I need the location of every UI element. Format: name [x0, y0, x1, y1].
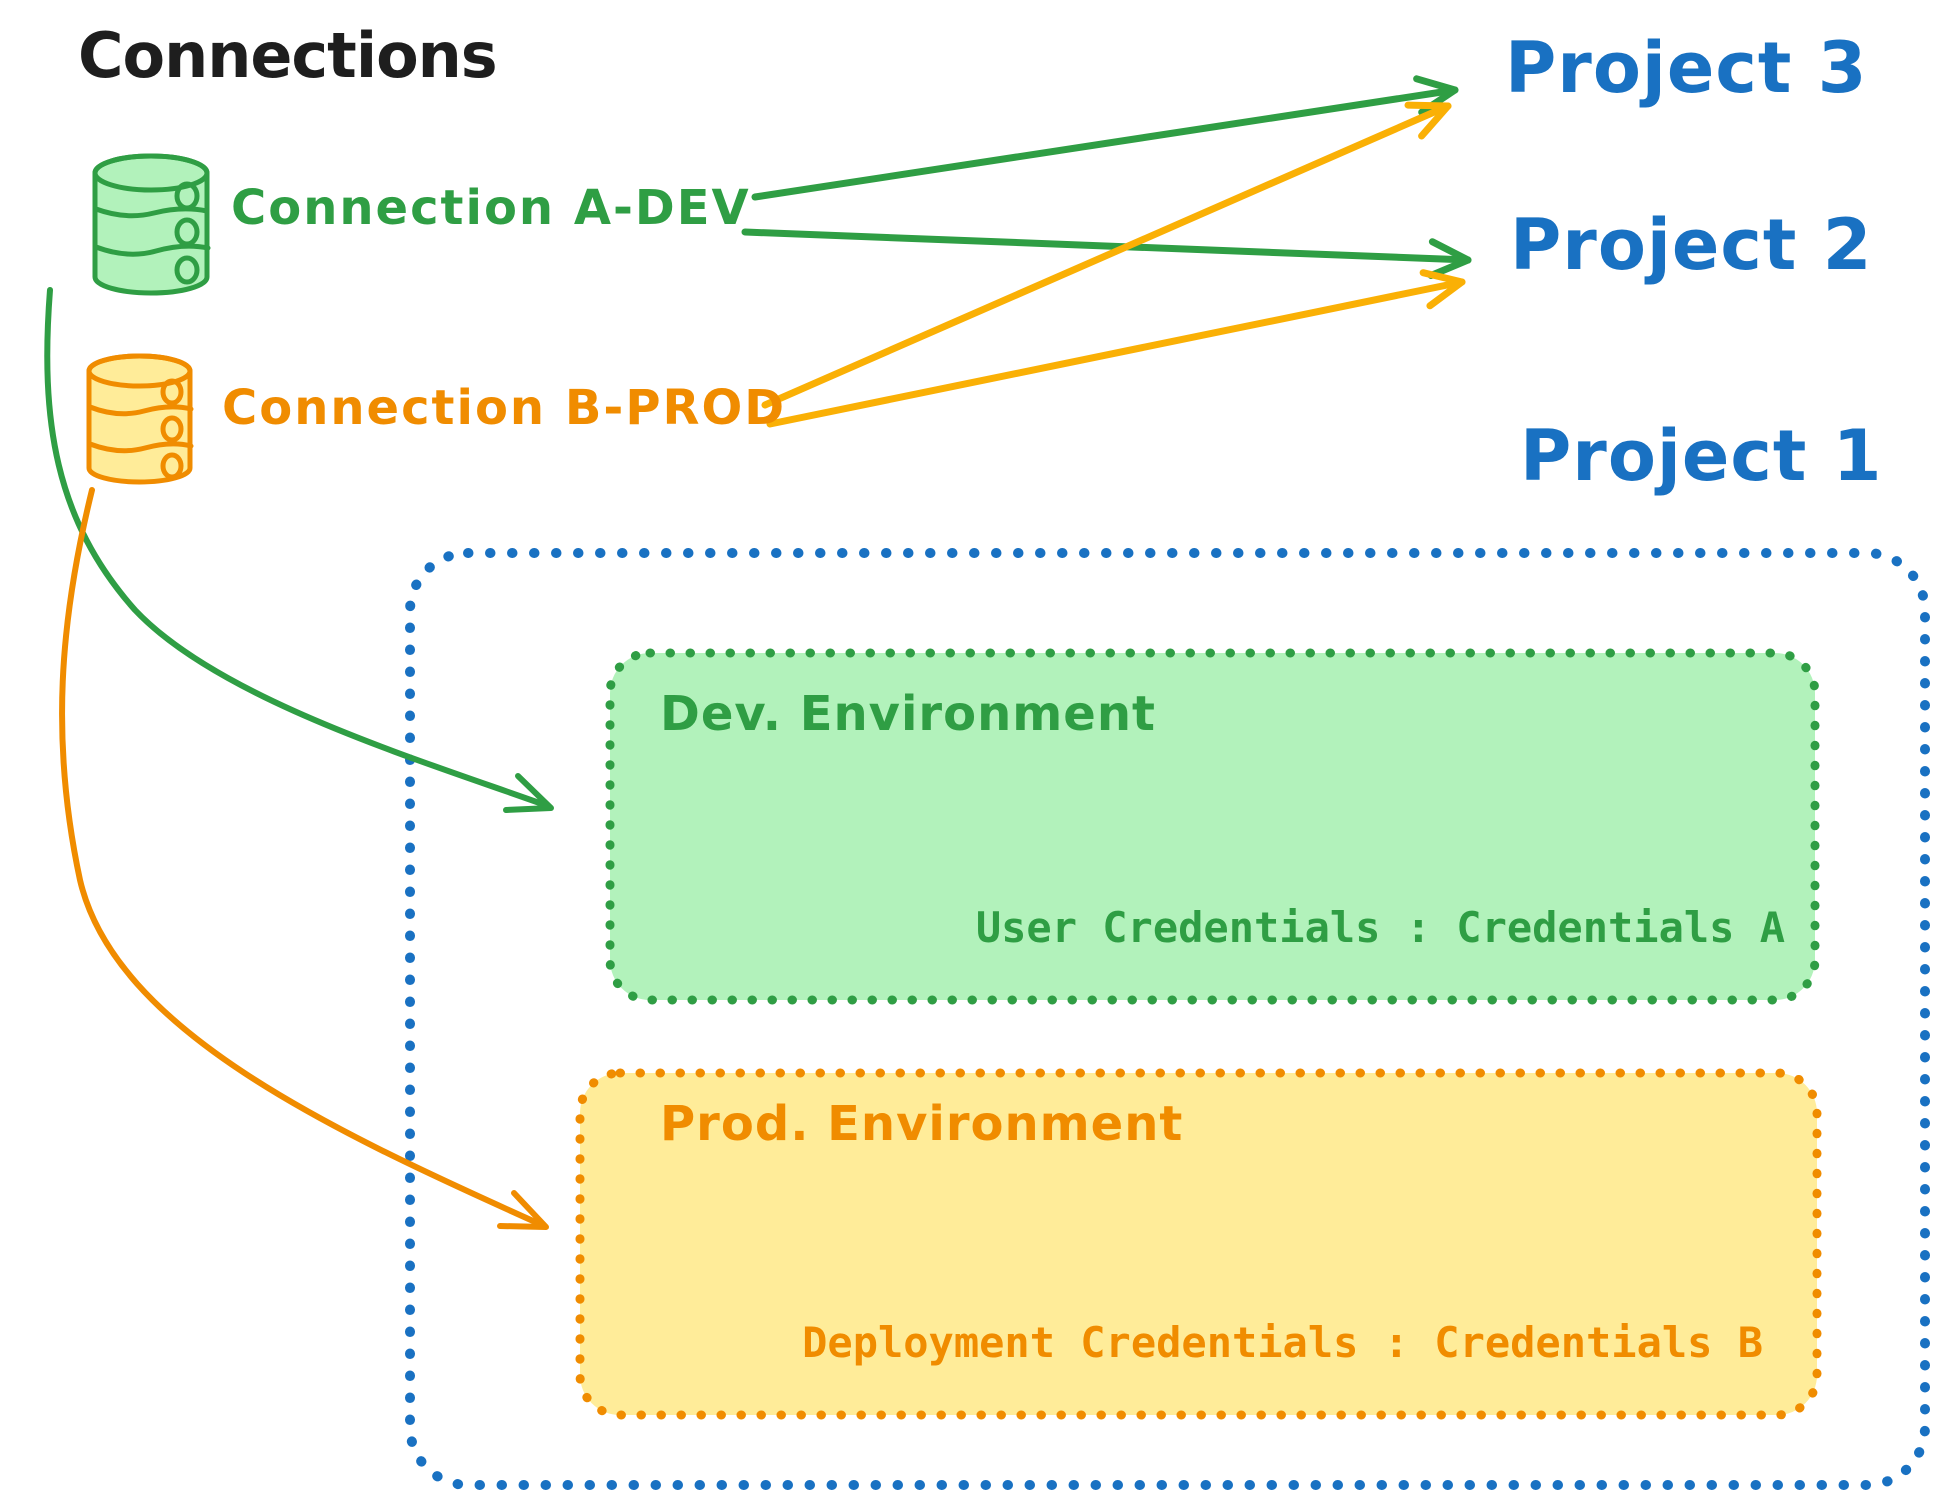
arrow-bprod-to-project3	[761, 101, 1452, 409]
dev-environment-credentials: User Credentials : Credentials A	[975, 903, 1785, 952]
project1-container-box	[405, 548, 1930, 1490]
connection-b-prod-label: Connection B-PROD	[222, 380, 787, 436]
prod-environment-title: Prod. Environment	[660, 1096, 1184, 1152]
arrow-adev-to-project3	[751, 75, 1459, 201]
database-cylinder-green-icon	[92, 153, 211, 296]
project-3-label: Project 3	[1505, 27, 1868, 109]
project-1-label: Project 1	[1520, 415, 1883, 497]
dev-environment-box	[605, 648, 1820, 1005]
arrow-bprod-to-project2	[766, 269, 1466, 428]
connection-a-dev-label: Connection A-DEV	[231, 180, 751, 236]
project-2-label: Project 2	[1510, 204, 1873, 286]
arrow-bprod-to-prod-environment	[59, 487, 549, 1230]
dev-environment-title: Dev. Environment	[660, 686, 1156, 742]
database-cylinder-orange-icon	[86, 353, 194, 485]
page-title: Connections	[78, 19, 498, 92]
arrow-adev-to-dev-environment	[44, 287, 554, 813]
arrow-adev-to-project2	[741, 228, 1472, 279]
prod-environment-box	[575, 1068, 1822, 1420]
prod-environment-credentials: Deployment Credentials : Credentials B	[802, 1318, 1763, 1367]
